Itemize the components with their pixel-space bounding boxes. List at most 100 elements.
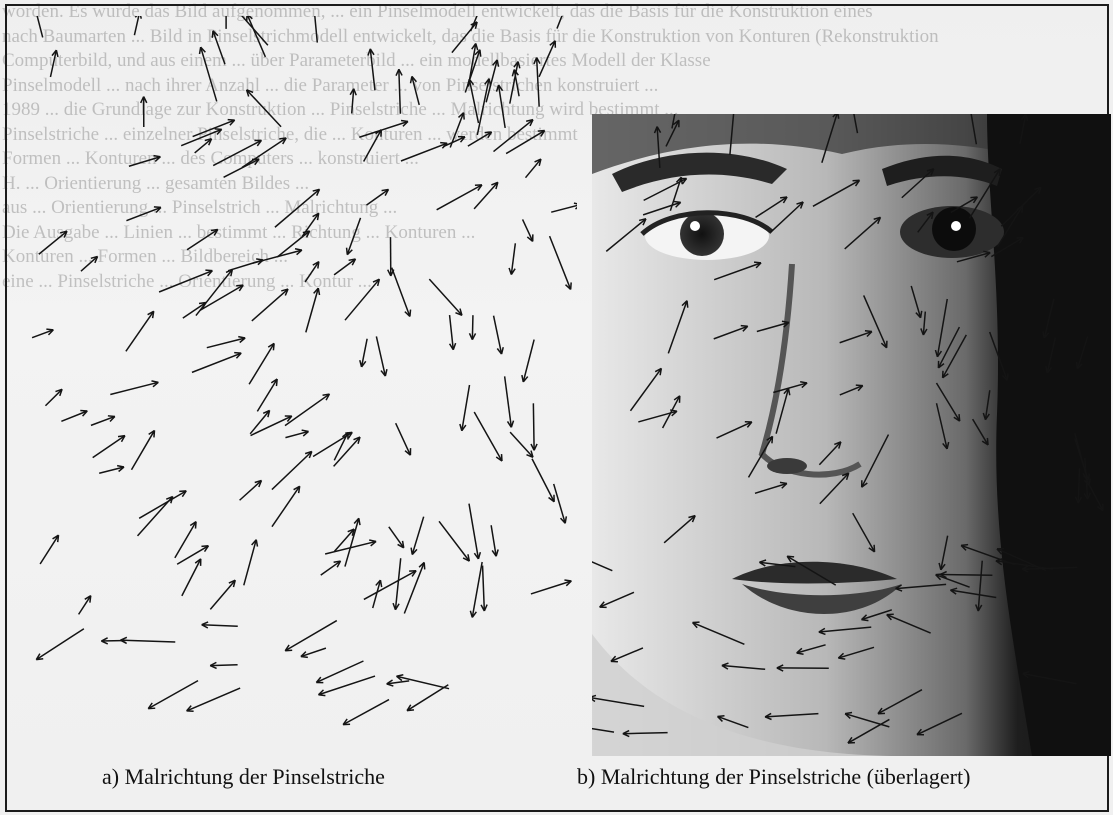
stroke-direction-arrow — [110, 381, 158, 395]
stroke-direction-arrow — [509, 243, 515, 274]
stroke-direction-arrow — [554, 484, 567, 523]
stroke-direction-arrow — [526, 159, 541, 178]
stroke-direction-arrow — [159, 270, 212, 292]
stroke-direction-arrow — [539, 41, 555, 77]
stroke-direction-arrow — [325, 540, 376, 554]
stroke-direction-arrow — [376, 336, 387, 376]
stroke-direction-arrow — [411, 517, 424, 555]
stroke-direction-arrow — [392, 268, 411, 317]
stroke-direction-arrow — [469, 315, 475, 339]
stroke-direction-arrow — [134, 16, 141, 35]
stroke-direction-arrow — [531, 580, 571, 594]
stroke-direction-arrow — [210, 580, 235, 609]
stroke-direction-arrow — [316, 661, 363, 683]
stroke-direction-arrow — [368, 49, 375, 91]
stroke-direction-arrow — [39, 231, 67, 254]
stroke-direction-arrow — [396, 423, 411, 455]
stroke-direction-arrow — [192, 353, 241, 373]
stroke-direction-arrow — [177, 546, 208, 564]
stroke-direction-arrow — [195, 139, 212, 153]
face-with-overlay — [592, 114, 1111, 756]
stroke-direction-arrow — [306, 288, 320, 332]
stroke-direction-arrow — [244, 540, 258, 586]
stroke-direction-arrow — [321, 561, 341, 575]
stroke-direction-arrow — [534, 58, 540, 107]
stroke-direction-arrow — [401, 143, 447, 161]
stroke-direction-arrow — [131, 430, 154, 469]
stroke-direction-arrow — [318, 676, 375, 696]
stroke-direction-arrow — [141, 97, 147, 127]
stroke-direction-arrow — [91, 416, 115, 426]
stroke-direction-arrow — [494, 120, 533, 152]
stroke-direction-arrow — [491, 525, 498, 556]
stroke-direction-arrow — [387, 680, 410, 686]
stroke-direction-arrow — [460, 385, 470, 431]
stroke-direction-arrow — [468, 132, 492, 146]
stroke-direction-arrow — [439, 521, 469, 561]
stroke-direction-arrow — [285, 430, 308, 438]
stroke-direction-arrow — [494, 316, 504, 354]
stroke-direction-arrow — [481, 566, 487, 611]
left-iris — [680, 212, 724, 256]
stroke-direction-arrow — [477, 79, 490, 135]
stroke-direction-arrow — [272, 451, 312, 489]
stroke-direction-arrow — [360, 339, 367, 367]
stroke-direction-arrow — [389, 527, 404, 548]
stroke-direction-arrow — [305, 262, 319, 282]
stroke-direction-arrow — [388, 237, 394, 276]
stroke-direction-arrow — [364, 571, 416, 600]
stroke-direction-arrow — [257, 379, 277, 411]
stroke-direction-arrow — [242, 138, 286, 168]
stroke-direction-arrow — [247, 16, 266, 57]
stroke-direction-arrow — [450, 315, 456, 350]
stroke-direction-arrow — [550, 236, 572, 289]
stroke-direction-arrow — [249, 343, 274, 384]
stroke-direction-arrow — [247, 90, 281, 127]
stroke-direction-arrow — [474, 412, 502, 461]
stroke-direction-arrow — [532, 459, 554, 502]
stroke-direction-arrow — [202, 622, 238, 628]
stroke-direction-arrow — [50, 50, 58, 77]
stroke-direction-arrow — [210, 662, 237, 668]
stroke-direction-arrow — [310, 16, 317, 43]
stroke-direction-arrow — [506, 131, 545, 154]
stroke-direction-arrow — [301, 648, 326, 657]
stroke-direction-arrow — [252, 289, 288, 321]
stroke-direction-arrow — [469, 504, 480, 559]
stroke-direction-arrow — [196, 269, 232, 315]
stroke-direction-arrow — [183, 302, 206, 318]
caption-panel-a: a) Malrichtung der Pinselstriche — [102, 764, 385, 790]
stroke-direction-arrow — [120, 637, 175, 643]
stroke-direction-arrow — [285, 394, 329, 426]
stroke-direction-arrow — [505, 376, 514, 427]
stroke-direction-arrow — [366, 189, 388, 205]
stroke-direction-arrow — [187, 230, 218, 250]
stroke-direction-arrow — [468, 43, 477, 86]
stroke-direction-arrow — [207, 337, 245, 348]
stroke-direction-arrow — [551, 203, 577, 212]
caption-panel-b: b) Malrichtung der Pinselstriche (überla… — [577, 764, 970, 790]
panel-a-stroke-direction-field — [17, 16, 577, 736]
stroke-direction-arrow — [187, 688, 241, 711]
stroke-direction-arrow — [343, 700, 389, 725]
stroke-direction-arrow — [81, 256, 98, 271]
stroke-direction-arrow — [61, 411, 87, 422]
stroke-direction-arrow — [30, 16, 43, 37]
nostril — [767, 458, 807, 474]
stroke-direction-arrow — [523, 219, 533, 241]
figure-frame: a) Malrichtung der Pinselstriche b) Malr… — [5, 4, 1109, 812]
left-eye-highlight — [690, 221, 700, 231]
stroke-direction-arrow — [429, 279, 462, 315]
stroke-direction-arrow — [497, 85, 506, 128]
stroke-direction-arrow — [345, 279, 379, 320]
stroke-direction-arrow — [228, 259, 263, 271]
stroke-direction-arrow — [393, 558, 401, 609]
panel-b-face-image — [592, 114, 1111, 756]
stroke-direction-arrow — [470, 562, 482, 617]
stroke-direction-arrow — [272, 486, 300, 526]
stroke-direction-arrow — [148, 681, 198, 709]
stroke-direction-arrow — [359, 121, 408, 138]
stroke-direction-arrow — [240, 481, 262, 501]
stroke-direction-arrow — [200, 285, 243, 310]
